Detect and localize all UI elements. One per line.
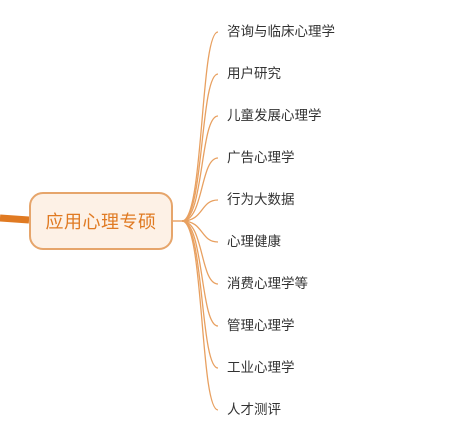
- branch-connector-5: [181, 199, 219, 222]
- branch-topic-5[interactable]: 行为大数据: [227, 192, 295, 208]
- branch-connector-7: [181, 220, 219, 285]
- central-topic-label: 应用心理专硕: [45, 212, 157, 233]
- branch-topic-10[interactable]: 人才测评: [227, 402, 281, 418]
- branch-connector-1: [181, 31, 219, 222]
- branch-topic-6[interactable]: 心理健康: [227, 234, 281, 250]
- branch-connector-2: [181, 73, 219, 222]
- branch-connector-3: [181, 115, 219, 222]
- branch-topic-8[interactable]: 管理心理学: [227, 318, 295, 334]
- branch-connector-8: [181, 220, 219, 327]
- branch-topic-4[interactable]: 广告心理学: [227, 150, 295, 166]
- branch-topic-3[interactable]: 儿童发展心理学: [227, 108, 322, 124]
- central-topic-node[interactable]: 应用心理专硕: [29, 192, 173, 250]
- branch-topic-2[interactable]: 用户研究: [227, 66, 281, 82]
- branch-topic-7[interactable]: 消费心理学等: [227, 276, 308, 292]
- branch-topic-1[interactable]: 咨询与临床心理学: [227, 24, 335, 40]
- branch-connector-10: [181, 220, 219, 411]
- branch-topic-9[interactable]: 工业心理学: [227, 360, 295, 376]
- incoming-stem-connector: [0, 214, 30, 224]
- branch-connector-4: [181, 157, 219, 222]
